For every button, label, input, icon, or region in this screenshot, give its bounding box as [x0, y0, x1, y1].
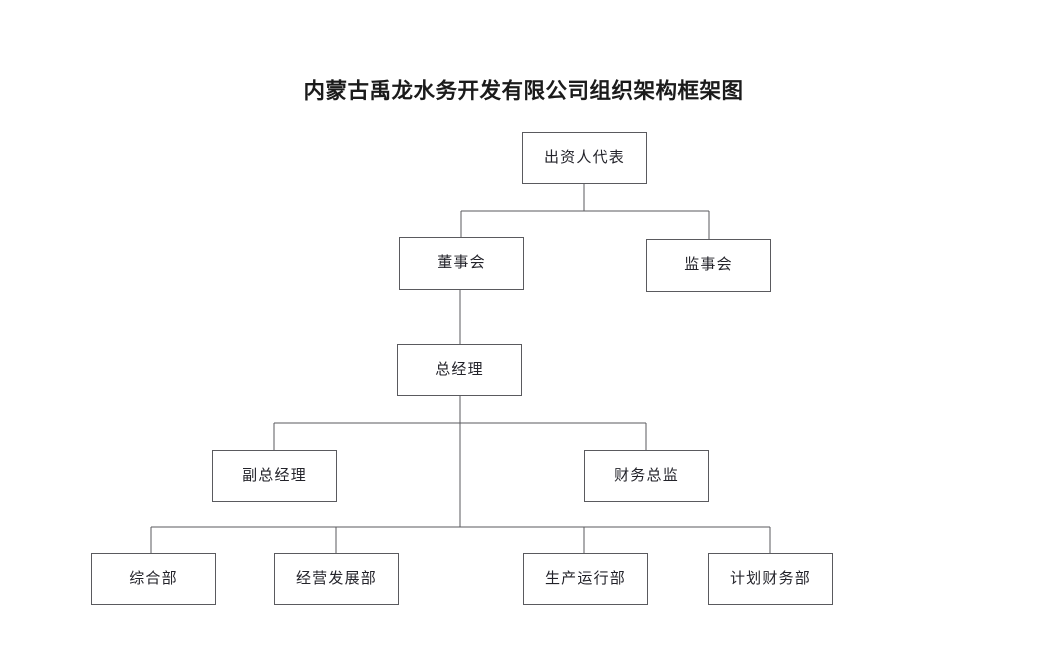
org-node-label: 综合部	[129, 570, 178, 587]
org-node-board[interactable]: 董事会	[399, 237, 524, 290]
org-node-cfo[interactable]: 财务总监	[584, 450, 709, 502]
page-title: 内蒙古禹龙水务开发有限公司组织架构框架图	[303, 79, 744, 103]
org-node-production[interactable]: 生产运行部	[523, 553, 648, 605]
org-node-label: 财务总监	[614, 467, 679, 484]
org-node-deputy-gm[interactable]: 副总经理	[212, 450, 337, 502]
org-node-investor[interactable]: 出资人代表	[522, 132, 647, 184]
org-node-label: 生产运行部	[544, 570, 626, 587]
org-node-label: 经营发展部	[295, 570, 377, 587]
org-node-supervisors[interactable]: 监事会	[646, 239, 771, 292]
org-node-label: 计划财务部	[729, 570, 811, 587]
org-node-general-dept[interactable]: 综合部	[91, 553, 216, 605]
org-node-finance[interactable]: 计划财务部	[708, 553, 833, 605]
org-node-label: 副总经理	[242, 467, 307, 484]
org-node-biz-dev[interactable]: 经营发展部	[274, 553, 399, 605]
org-node-gm[interactable]: 总经理	[397, 344, 522, 396]
org-node-label: 董事会	[437, 255, 486, 271]
org-node-label: 监事会	[684, 257, 733, 273]
org-node-label: 总经理	[435, 361, 484, 378]
org-node-label: 出资人代表	[543, 149, 625, 166]
